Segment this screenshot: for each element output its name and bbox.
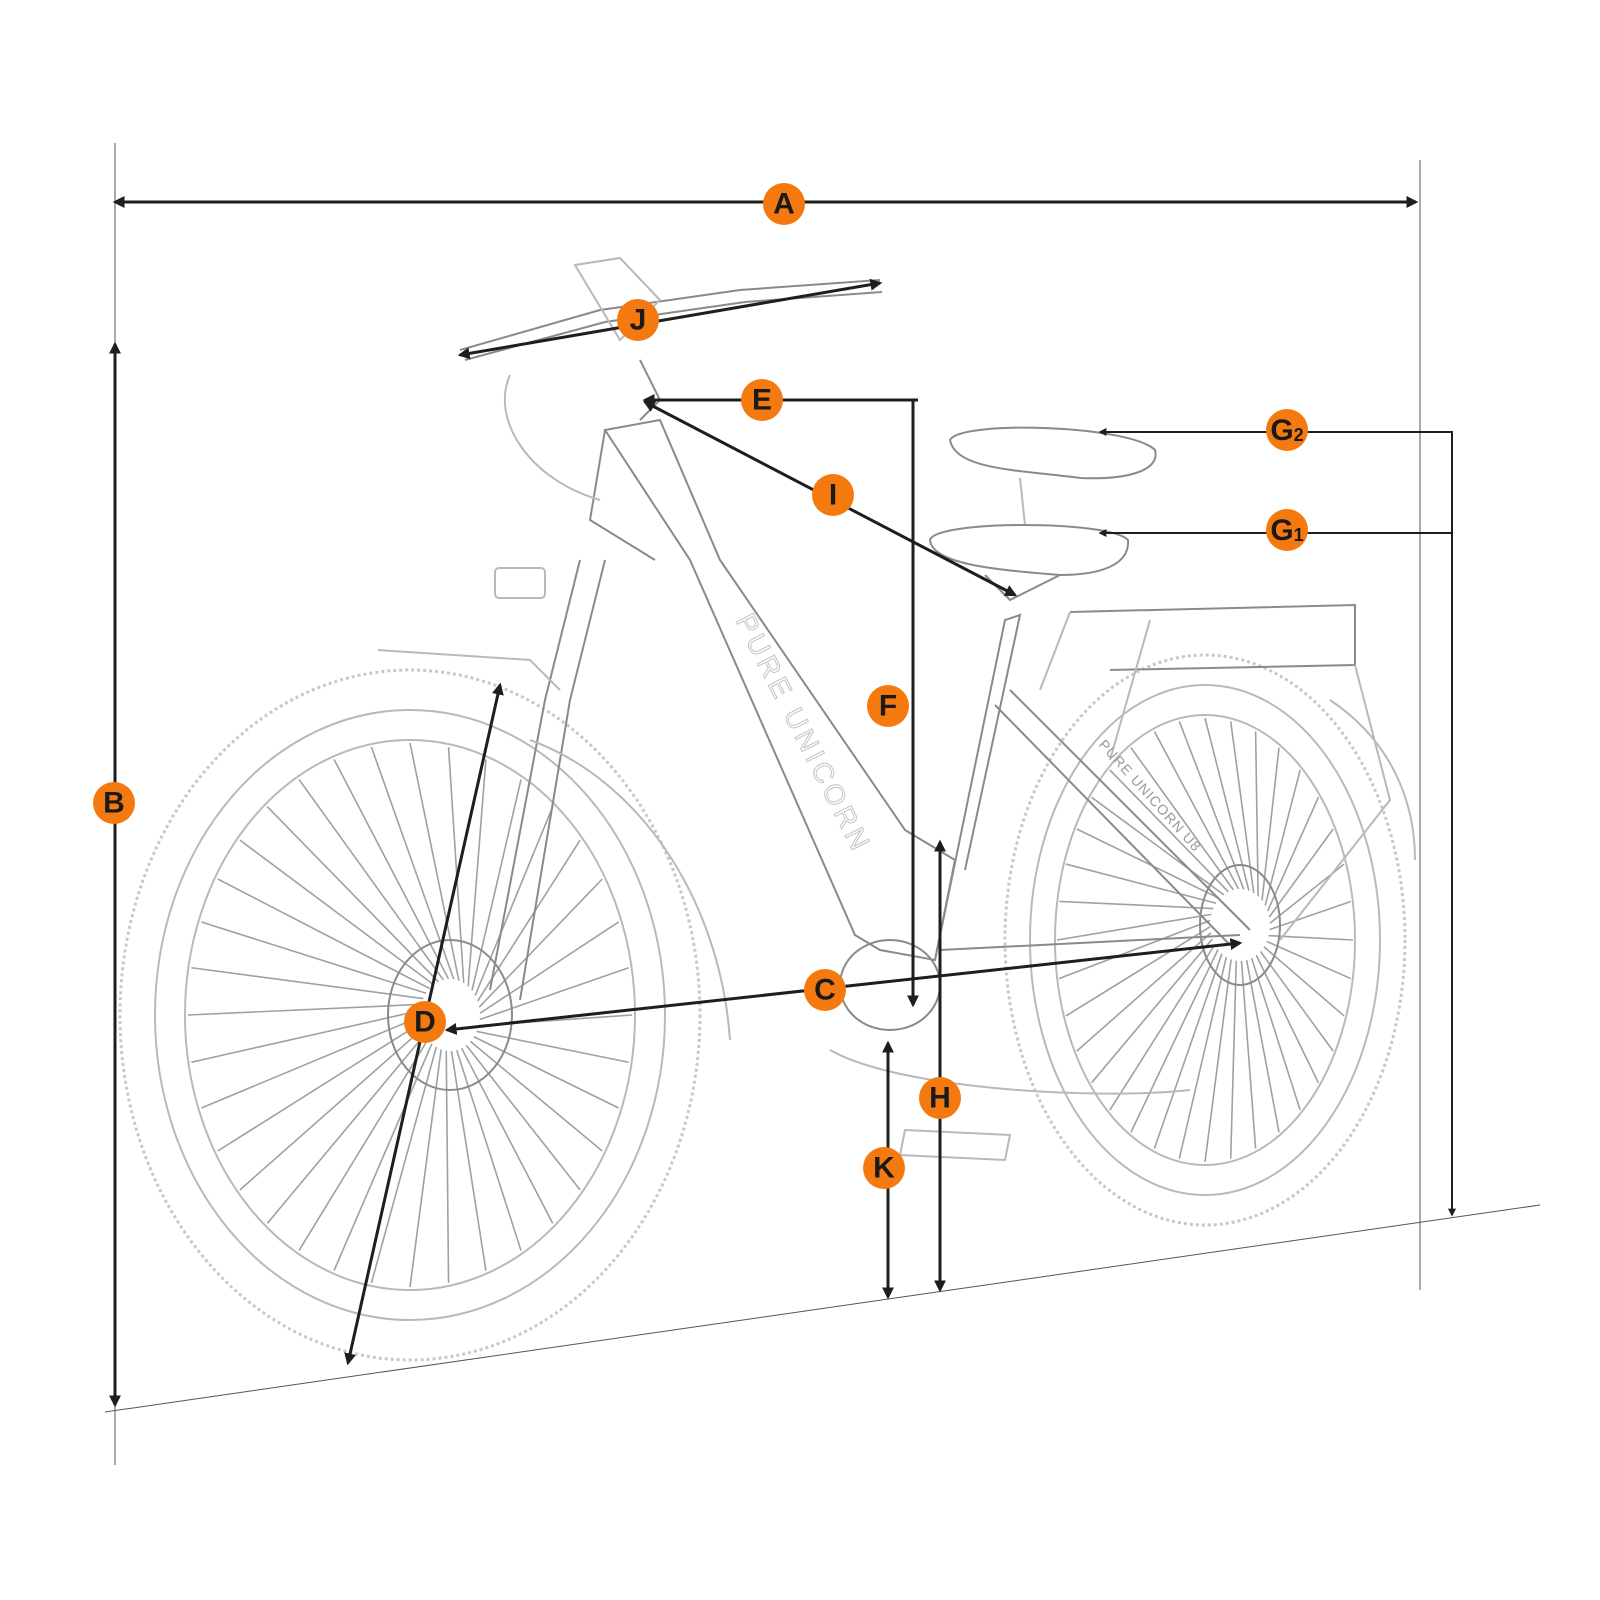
spoke xyxy=(201,1016,421,1109)
badge-g1: G1 xyxy=(1266,509,1308,551)
spoke xyxy=(473,1036,619,1109)
spoke xyxy=(1229,960,1238,1159)
spoke xyxy=(187,1003,422,1016)
spoke xyxy=(1245,959,1280,1133)
svg-text:A: A xyxy=(773,188,795,221)
rear-wheel xyxy=(1003,653,1407,1227)
dimension-badges: A B J E I F G2 G1 C D H K xyxy=(93,183,1308,1189)
svg-text:I: I xyxy=(829,479,837,512)
spoke xyxy=(460,1047,554,1224)
spoke xyxy=(1109,944,1216,1111)
spoke xyxy=(447,747,465,984)
badge-d: D xyxy=(404,1001,446,1043)
svg-text:D: D xyxy=(414,1006,436,1039)
badge-j: J xyxy=(617,299,659,341)
saddle-raised xyxy=(948,426,1157,526)
spoke xyxy=(1076,932,1212,1052)
saddle-lowered xyxy=(928,524,1130,602)
handlebar xyxy=(459,256,883,599)
bike-sketch: PURE UNICORN PURE UNICORN U8 xyxy=(118,256,1416,1362)
badge-a: A xyxy=(763,183,805,225)
spoke xyxy=(217,878,430,990)
spoke xyxy=(1091,938,1213,1084)
spoke xyxy=(1056,913,1212,941)
dim-g2-line xyxy=(1098,428,1456,1217)
svg-text:G1: G1 xyxy=(1270,514,1303,547)
frame-brand-text: PURE UNICORN xyxy=(730,609,878,859)
spoke xyxy=(1268,828,1334,918)
svg-text:E: E xyxy=(752,384,772,417)
spoke xyxy=(333,759,450,980)
spoke xyxy=(217,1022,422,1152)
spoke xyxy=(1269,900,1352,931)
svg-text:C: C xyxy=(814,974,836,1007)
svg-text:H: H xyxy=(929,1082,951,1115)
spoke xyxy=(191,966,424,1000)
spoke xyxy=(1130,949,1219,1133)
badge-i: I xyxy=(812,474,854,516)
spoke xyxy=(1065,863,1217,905)
svg-text:G2: G2 xyxy=(1270,414,1303,447)
badge-h: H xyxy=(919,1077,961,1119)
spoke xyxy=(1250,957,1301,1111)
svg-text:F: F xyxy=(879,690,897,723)
badge-f: F xyxy=(867,685,909,727)
svg-text:K: K xyxy=(873,1152,895,1185)
badge-b: B xyxy=(93,782,135,824)
spoke xyxy=(445,1050,450,1283)
spoke xyxy=(201,921,427,995)
badge-e: E xyxy=(741,379,783,421)
dim-j-line xyxy=(457,278,883,360)
spoke xyxy=(298,778,444,981)
badge-c: C xyxy=(804,969,846,1011)
spoke xyxy=(1240,960,1257,1149)
spoke xyxy=(476,1030,629,1064)
rear-rack xyxy=(1039,603,1416,941)
badge-k: K xyxy=(863,1147,905,1189)
svg-text:J: J xyxy=(630,304,647,337)
badge-g2: G2 xyxy=(1266,409,1308,451)
svg-text:B: B xyxy=(103,787,125,820)
spoke xyxy=(191,1009,421,1064)
spoke xyxy=(478,878,603,1008)
